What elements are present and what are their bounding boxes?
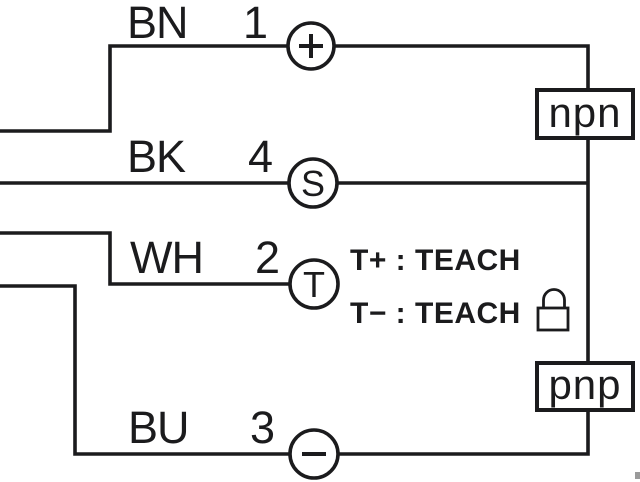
teach-annotation: T+ : TEACH T− : TEACH	[350, 244, 570, 332]
wire-pin-2: 2	[255, 232, 279, 283]
plus-icon	[299, 34, 323, 58]
wire-label-bu: BU	[128, 402, 189, 453]
wire-label-wh: WH	[130, 232, 203, 283]
teach-minus-text: T− : TEACH	[350, 297, 521, 330]
signal-terminal-letter: S	[301, 163, 325, 204]
pnp-label: pnp	[548, 361, 621, 408]
npn-output: npn	[535, 88, 635, 140]
teach-terminal-circle	[288, 258, 340, 310]
npn-box	[535, 88, 635, 140]
bn-wire-left-segment	[0, 44, 289, 133]
teach-terminal-letter: T	[303, 264, 325, 305]
edge-artifact	[635, 472, 640, 479]
wire-row-bu: BU 3	[0, 284, 590, 480]
wire-pin-3: 3	[250, 402, 274, 453]
wire-label-bk: BK	[127, 131, 186, 182]
pnp-output: pnp	[535, 361, 635, 412]
bu-wire-right-segment	[338, 412, 590, 456]
lock-shackle	[542, 288, 566, 308]
wire-row-wh: T WH 2	[0, 231, 340, 310]
wire-row-bn: BN 1	[0, 0, 590, 133]
bn-wire-right-segment	[333, 44, 590, 88]
lock-icon	[536, 288, 570, 332]
lock-body	[536, 306, 570, 332]
npn-label: npn	[548, 89, 621, 136]
wire-label-bn: BN	[127, 0, 188, 48]
bu-wire-left-segment	[0, 284, 290, 456]
teach-plus-text: T+ : TEACH	[350, 244, 521, 277]
wire-pin-4: 4	[248, 131, 272, 182]
wire-row-bk: S BK 4	[0, 131, 588, 209]
wh-wire-segment	[0, 231, 290, 286]
wire-pin-1: 1	[243, 0, 267, 48]
pnp-box	[535, 361, 635, 412]
signal-terminal-circle	[287, 157, 339, 209]
